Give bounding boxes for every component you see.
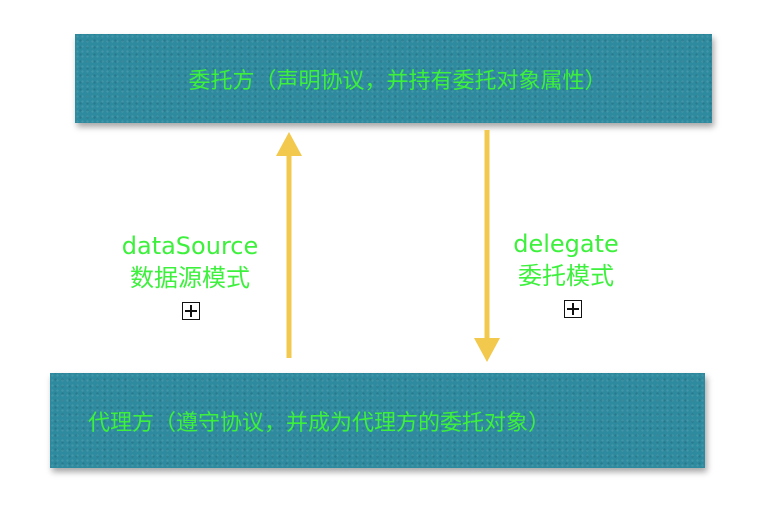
datasource-label-line1: dataSource — [121, 232, 259, 260]
delegator-box: 委托方（声明协议，并持有委托对象属性） — [75, 34, 712, 123]
delegator-box-text: 委托方（声明协议，并持有委托对象属性） — [188, 68, 607, 94]
up-arrow — [276, 132, 302, 358]
plus-box-icon[interactable] — [564, 300, 582, 318]
plus-box-icon[interactable] — [182, 302, 200, 320]
delegate-label: delegate 委托模式 — [496, 228, 636, 292]
up-arrow-head — [276, 132, 302, 156]
delegate-label-line2: 委托模式 — [518, 262, 614, 290]
down-arrow-head — [474, 338, 500, 362]
delegate-box: 代理方（遵守协议，并成为代理方的委托对象） — [50, 373, 705, 468]
delegate-box-text: 代理方（遵守协议，并成为代理方的委托对象） — [88, 410, 551, 436]
down-arrow — [474, 130, 500, 362]
datasource-label-line2: 数据源模式 — [130, 264, 250, 292]
datasource-label: dataSource 数据源模式 — [110, 230, 270, 294]
delegate-label-line1: delegate — [513, 230, 619, 258]
